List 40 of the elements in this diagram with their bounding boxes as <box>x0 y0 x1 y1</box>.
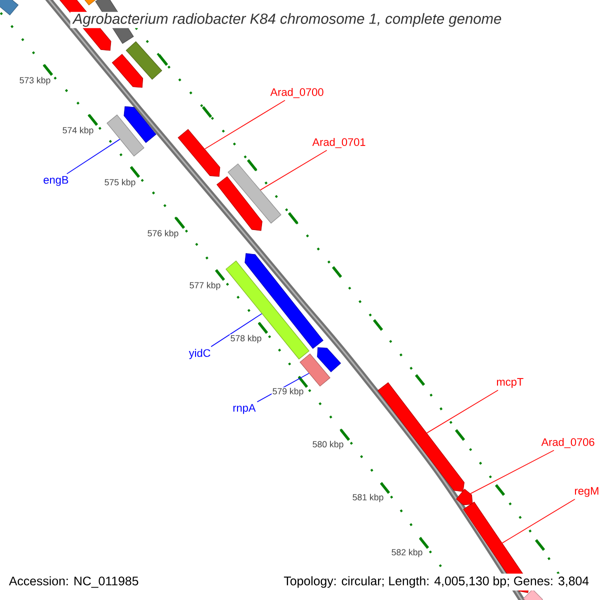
position-label: 579 kbp <box>272 387 304 397</box>
gene-feature <box>178 128 220 177</box>
gene-label: Arad_0700 <box>270 88 324 98</box>
title-banner: Agrobacterium radiobacter K84 chromosome 1, complete genome <box>70 12 504 28</box>
position-label: 576 kbp <box>146 229 180 239</box>
gene-label: mcpT <box>497 378 524 388</box>
accession-text: Accession: NC_011985 <box>6 574 142 590</box>
gene-label: Arad_0706 <box>541 438 594 448</box>
leader-line <box>204 100 286 150</box>
gene-feature <box>523 589 543 600</box>
leader-line <box>210 313 262 348</box>
gene-feature <box>112 54 144 88</box>
leader-line <box>470 450 554 494</box>
position-label: 575 kbp <box>104 178 136 188</box>
position-label: 582 kbp <box>390 548 424 558</box>
gene-feature <box>216 176 262 231</box>
gene-feature <box>244 253 324 349</box>
gene-feature <box>377 382 464 492</box>
gene-label: yidC <box>188 348 210 360</box>
position-label: 577 kbp <box>188 281 222 291</box>
gene-feature <box>106 114 144 156</box>
position-label: 573 kbp <box>18 76 52 86</box>
gene-feature <box>317 347 342 372</box>
gene-feature <box>126 41 162 80</box>
leader-line <box>426 390 498 434</box>
position-label: 574 kbp <box>62 126 94 136</box>
position-label: 580 kbp <box>312 440 344 450</box>
position-label: 578 kbp <box>230 334 262 344</box>
gene-feature <box>226 260 310 360</box>
gene-feature <box>456 488 473 506</box>
genome-stats-text: Topology: circular; Length: 4,005,130 bp; Genes: 3,804 <box>281 574 592 590</box>
gene-feature <box>124 106 156 143</box>
leader-line <box>66 138 120 174</box>
gene-label: engB <box>44 176 68 186</box>
position-label: 581 kbp <box>352 493 384 503</box>
leader-line <box>260 150 328 190</box>
gene-label: rnpA <box>233 404 256 414</box>
leader-line <box>502 498 576 544</box>
gene-label: Arad_0701 <box>312 138 366 148</box>
gene-label: regM <box>575 487 598 497</box>
